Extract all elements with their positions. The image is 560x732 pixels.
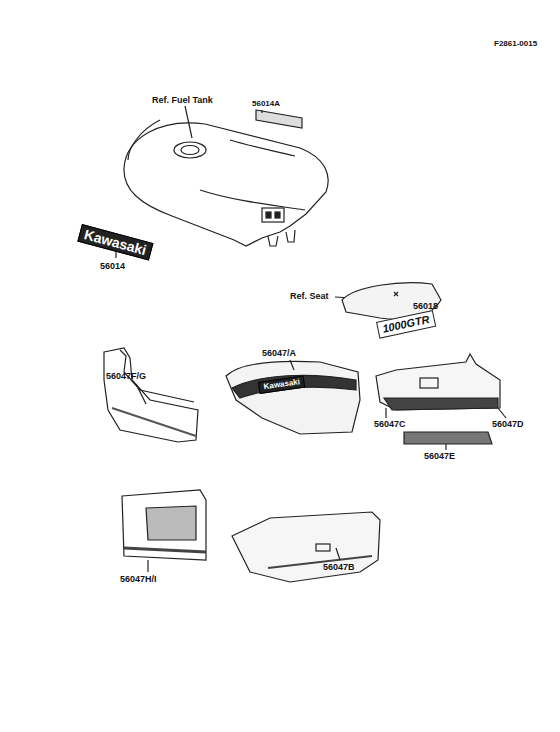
lower-cover xyxy=(232,512,380,582)
part-number: 56047H/I xyxy=(120,575,157,584)
part-number: 56018 xyxy=(413,302,438,311)
part-number: 56047E xyxy=(424,452,455,461)
part-number: 56047/A xyxy=(262,349,296,358)
drawing-number: F2861-0015 xyxy=(494,40,537,48)
part-number: 56047F/G xyxy=(106,372,146,381)
reference-label: Ref. Seat xyxy=(290,292,329,301)
lower-fairing xyxy=(122,490,206,560)
part-number: 56047B xyxy=(323,563,355,572)
left-fairing xyxy=(104,348,198,442)
side-fairing xyxy=(226,361,360,434)
reference-label: Ref. Fuel Tank xyxy=(152,96,213,105)
fuel-tank xyxy=(124,123,328,246)
decal-text: Kawasaki xyxy=(77,224,153,260)
part-number: 56014 xyxy=(100,262,125,271)
decal-strip xyxy=(404,432,492,444)
part-number: 56047C xyxy=(374,420,406,429)
part-number: 56047D xyxy=(492,420,524,429)
decal-strip xyxy=(256,110,302,128)
side-cover xyxy=(376,354,500,410)
part-number: 56014A xyxy=(252,100,280,108)
